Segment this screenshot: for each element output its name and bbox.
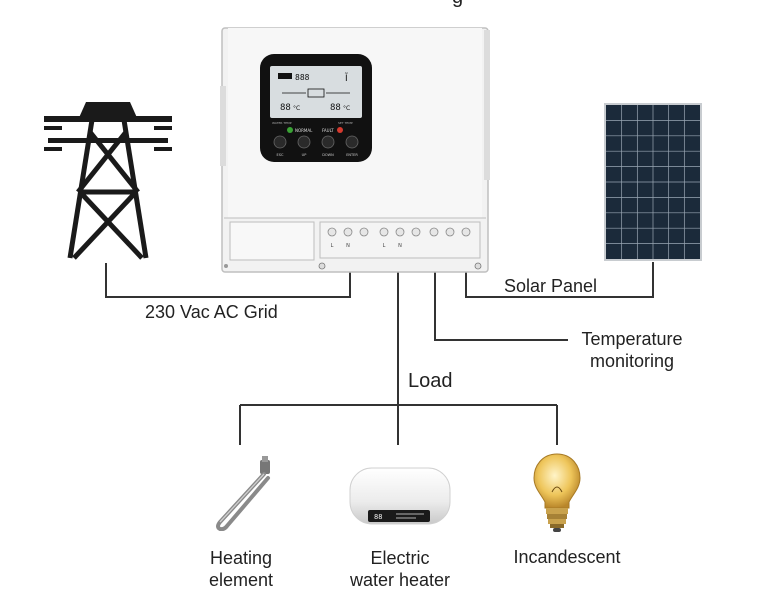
terminal-block bbox=[319, 221, 481, 259]
temperature-label-line1: Temperature bbox=[581, 329, 683, 349]
lcd-right-unit: °C bbox=[343, 105, 350, 112]
heating-element-icon bbox=[216, 456, 270, 531]
terminal-l1: L bbox=[331, 243, 334, 249]
terminal-n1: N bbox=[346, 243, 350, 249]
heating-label-line1: Heating bbox=[209, 548, 273, 568]
normal-led bbox=[287, 127, 293, 133]
lcd-top-digits: 888 bbox=[295, 73, 310, 82]
down-button bbox=[321, 135, 335, 149]
water-heater-label-line2: water heater bbox=[349, 570, 451, 590]
button-label-esc: ESC bbox=[277, 153, 284, 157]
heating-label: Heating element bbox=[186, 547, 296, 591]
fault-led bbox=[337, 127, 343, 133]
heater-display: 88 bbox=[374, 513, 382, 521]
status-normal: NORMAL bbox=[295, 128, 313, 133]
transmission-tower-icon bbox=[44, 102, 172, 260]
terminal-l2: L bbox=[383, 243, 386, 249]
load-label: Load bbox=[408, 370, 453, 392]
temperature-label: Temperature monitoring bbox=[570, 328, 694, 372]
water-heater-label-line1: Electric bbox=[370, 548, 430, 568]
access-door bbox=[229, 221, 315, 261]
esc-button bbox=[273, 135, 287, 149]
solar-wire bbox=[465, 262, 654, 298]
button-label-up: UP bbox=[302, 153, 307, 157]
button-label-enter: ENTER bbox=[346, 153, 358, 157]
light-bulb-icon bbox=[533, 453, 581, 532]
lcd-left-unit: °C bbox=[293, 105, 300, 112]
solar-panel-icon bbox=[604, 103, 702, 261]
water-heater-label: Electric water heater bbox=[330, 547, 470, 591]
lcd-left-value: 88 bbox=[280, 103, 291, 113]
grid-wire bbox=[105, 263, 351, 298]
heating-label-line2: element bbox=[208, 570, 274, 590]
lcd-screen bbox=[270, 66, 362, 118]
title-fragment: g bbox=[452, 0, 463, 9]
lcd-bottom-left: WATER TEMP bbox=[272, 121, 292, 125]
enter-button bbox=[345, 135, 359, 149]
controller-unit: 888 Ĩ 88 °C 88 °C WATER TEMP SET TEMP NO… bbox=[220, 27, 490, 273]
lcd-top-symbol: Ĩ bbox=[344, 73, 348, 84]
status-fault: FAULT bbox=[322, 128, 334, 133]
grid-label: 230 Vac AC Grid bbox=[145, 302, 278, 322]
up-button bbox=[297, 135, 311, 149]
terminal-n2: N bbox=[398, 243, 402, 249]
lcd-bottom-right: SET TEMP bbox=[338, 121, 353, 125]
solar-label: Solar Panel bbox=[504, 276, 598, 296]
temperature-wire bbox=[434, 270, 568, 341]
button-label-down: DOWN bbox=[322, 153, 334, 157]
water-heater-icon: 88 bbox=[349, 467, 451, 525]
temperature-label-line2: monitoring bbox=[589, 351, 675, 371]
bulb-label: Incandescent bbox=[513, 547, 621, 567]
lcd-right-value: 88 bbox=[330, 103, 341, 113]
